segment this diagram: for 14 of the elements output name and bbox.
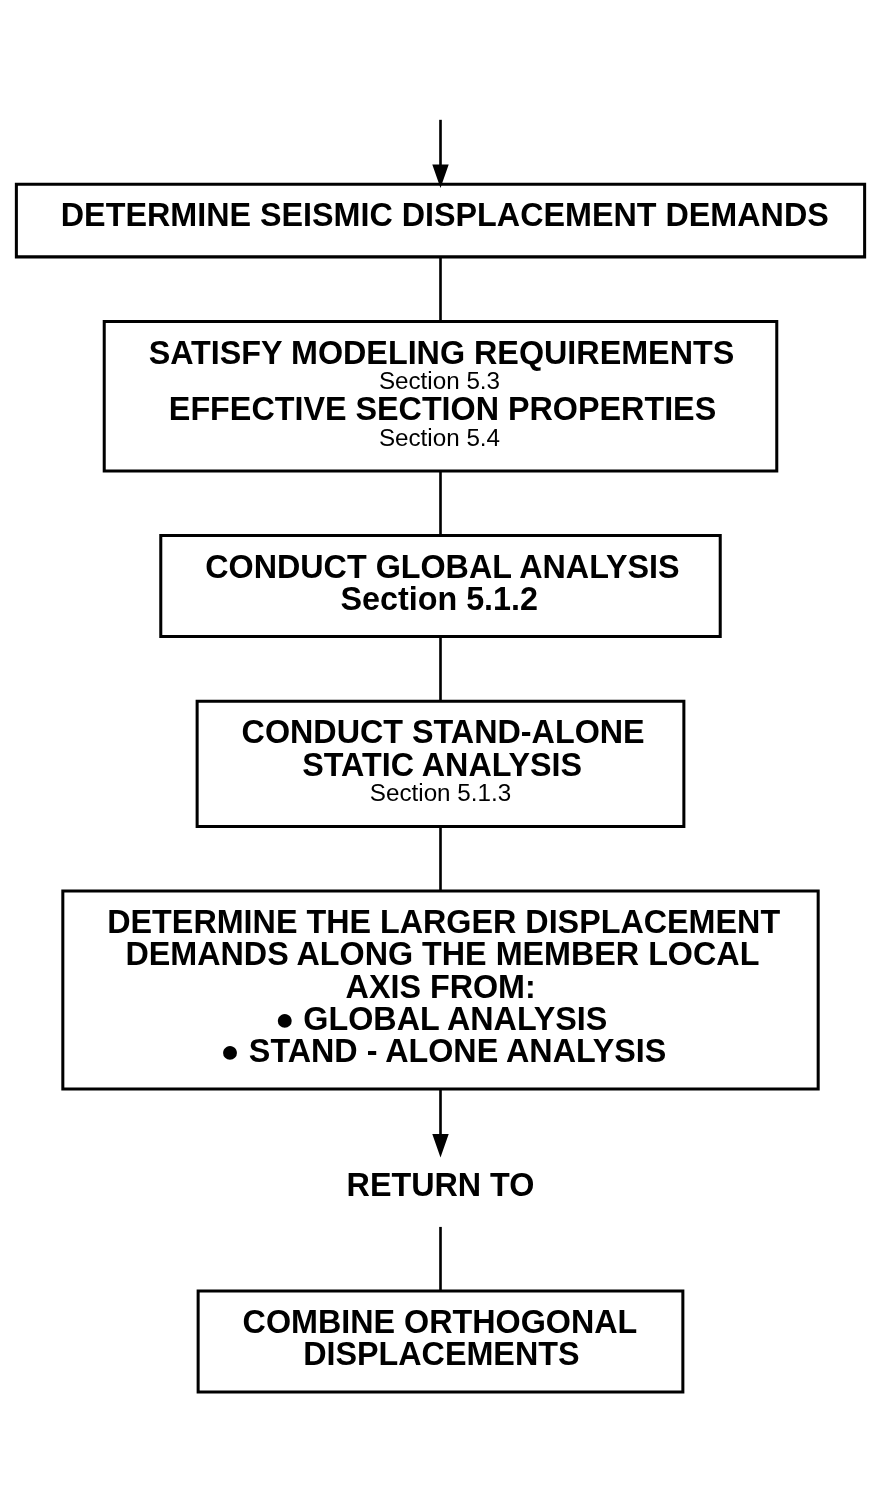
node-box: CONDUCT GLOBAL ANALYSIS Section 5.1.2 bbox=[159, 534, 722, 639]
node-text: RETURN TO bbox=[346, 1166, 535, 1203]
arrow bbox=[432, 119, 449, 189]
arrow bbox=[432, 1089, 449, 1158]
connector bbox=[439, 637, 442, 701]
node-box: CONDUCT STAND-ALONE STATIC ANALYSIS Section 5.1.3 bbox=[195, 699, 686, 828]
node-box: SATISFY MODELING REQUIREMENTS Section 5.3 EFFECTIVE SECTION PROPERTIES Section 5.4 bbox=[102, 320, 779, 473]
connector bbox=[439, 471, 442, 536]
node-box: DETERMINE SEISMIC DISPLACEMENT DEMANDS bbox=[14, 182, 867, 259]
connector bbox=[439, 257, 442, 322]
connector bbox=[439, 826, 442, 891]
connector bbox=[439, 1226, 442, 1291]
node-box: COMBINE ORTHOGONAL DISPLACEMENTS bbox=[196, 1289, 685, 1394]
node-box: DETERMINE THE LARGER DISPLACEMENT DEMANDS ALONG THE MEMBER LOCAL AXIS FROM: ● GLOBAL ANALYSIS ● STAND - ALONE ANALYSIS bbox=[61, 889, 820, 1091]
